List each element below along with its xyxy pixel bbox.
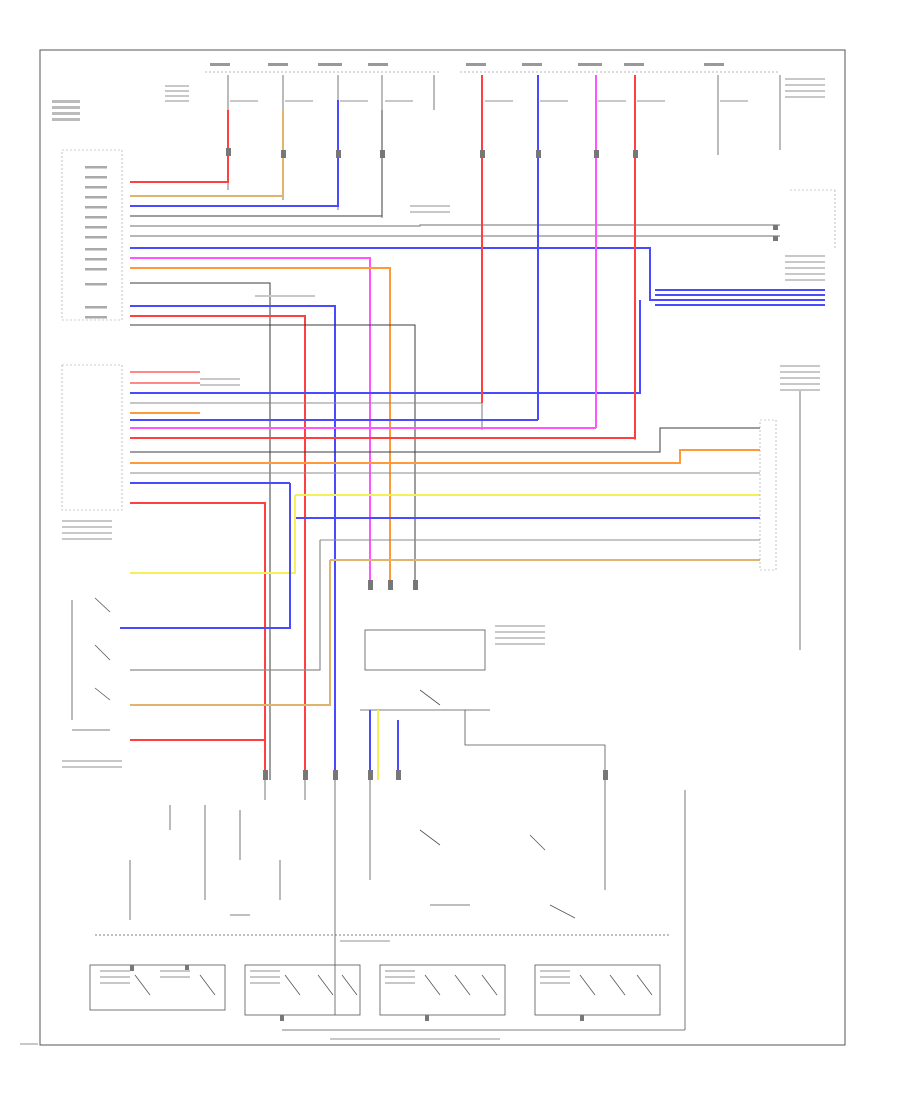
- wire-gray-2: [130, 224, 780, 227]
- wire-blue-4: [130, 300, 641, 394]
- wire-blue-8: [120, 483, 291, 629]
- wire-blue-1: [130, 100, 339, 207]
- wire-gray-7: [130, 540, 321, 671]
- middle-left-module: [61, 364, 123, 511]
- center-relay: [360, 629, 606, 780]
- vertical-trunks: [227, 75, 597, 428]
- wire-dark-3: [130, 324, 416, 590]
- wire-dark-2: [130, 282, 271, 780]
- upper-left-module: [52, 100, 123, 321]
- wire-red-1: [130, 145, 229, 183]
- connector-markers: [130, 148, 778, 1021]
- upper-connector-wires: [130, 100, 825, 780]
- wire-red-5: [130, 75, 636, 439]
- wire-yellow-2: [130, 495, 296, 574]
- wire-dark-4: [130, 427, 760, 453]
- diagram-frame: [39, 49, 846, 1046]
- wire-orange-3: [130, 449, 760, 464]
- wire-pink-1: [130, 257, 371, 590]
- middle-connector-wires: [130, 75, 760, 780]
- wire-red-6: [130, 502, 266, 780]
- bottom-switch-modules: [89, 964, 661, 1016]
- right-connector: [759, 189, 836, 650]
- wire-blue-2: [130, 247, 825, 301]
- wire-blue-3: [130, 305, 336, 780]
- wire-orange-1: [130, 267, 391, 590]
- wire-red-2: [130, 315, 306, 780]
- wire-tan-3: [130, 560, 331, 706]
- fuse-block-top: [205, 63, 780, 73]
- left-switch-stack: [71, 483, 331, 741]
- faint-text-blocks: [20, 78, 825, 1045]
- control-circuit: [95, 780, 686, 1031]
- wire-dark-1: [130, 110, 383, 217]
- wire-tan-1: [130, 110, 284, 197]
